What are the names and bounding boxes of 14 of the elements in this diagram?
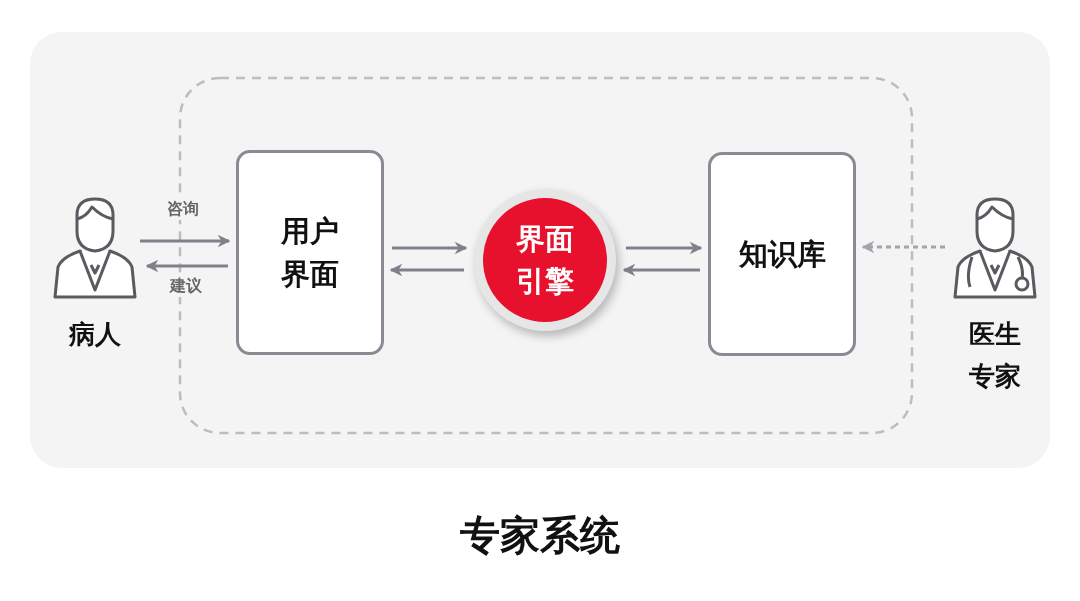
arrow — [389, 263, 464, 277]
process-box: 用户界面 — [236, 150, 384, 355]
edge-label: 咨询 — [164, 199, 201, 220]
person-label: 病人 — [68, 318, 122, 351]
arrow — [622, 263, 700, 277]
process-box: 知识库 — [708, 152, 856, 356]
person-label: 医生专家 — [968, 318, 1022, 393]
arrow — [145, 259, 228, 273]
arrow — [626, 241, 703, 255]
arrow — [140, 234, 231, 248]
arrow — [392, 241, 468, 255]
edge-label: 建议 — [167, 276, 204, 297]
arrow — [861, 240, 945, 254]
diagram-title: 专家系统 — [459, 511, 621, 560]
